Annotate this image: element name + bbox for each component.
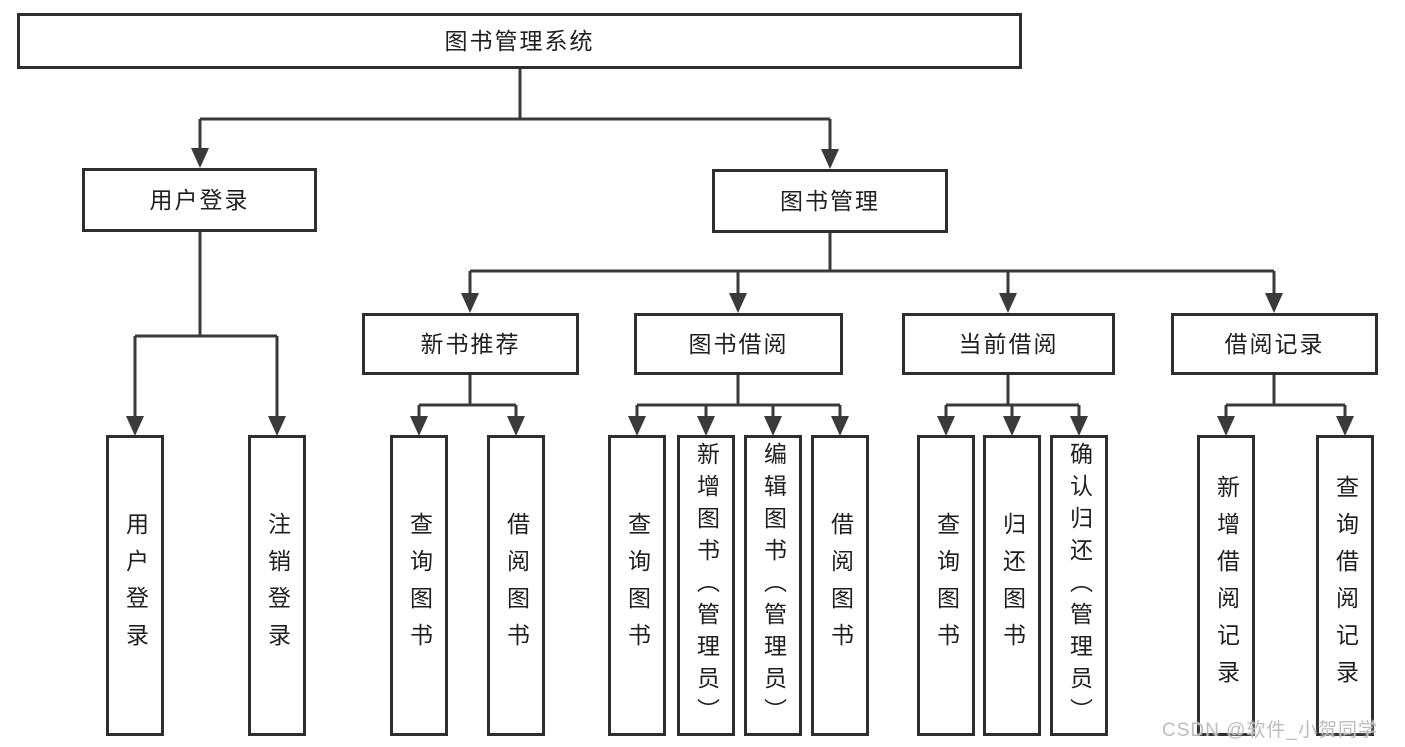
- connector-book-management: [461, 233, 1283, 313]
- node-borrow-records: 借阅记录: [1171, 313, 1378, 375]
- node-root: 图书管理系统: [17, 13, 1022, 69]
- node-new-books-label: 新书推荐: [420, 330, 521, 357]
- leaf-newbooks-query: 查询图书: [390, 435, 448, 736]
- leaf-borrowing-edit: 编辑图书（管理员）: [744, 435, 802, 736]
- leaf-records-add: 新增借阅记录: [1197, 435, 1255, 736]
- leaf-user-login-label: 用户登录: [122, 511, 149, 660]
- node-book-management-label: 图书管理: [780, 187, 880, 214]
- leaf-current-return-label: 归还图书: [999, 511, 1026, 660]
- node-current-borrowing: 当前借阅: [902, 313, 1115, 375]
- connector-user-login: [126, 232, 286, 436]
- leaf-borrowing-borrow-label: 借阅图书: [827, 511, 854, 660]
- leaf-records-query: 查询借阅记录: [1316, 435, 1374, 736]
- node-book-management: 图书管理: [712, 169, 948, 233]
- leaf-borrowing-add: 新增图书（管理员）: [677, 435, 735, 736]
- leaf-current-query-label: 查询图书: [933, 511, 960, 660]
- leaf-borrowing-add-label: 新增图书（管理员）: [693, 441, 720, 730]
- node-borrow-records-label: 借阅记录: [1224, 330, 1325, 357]
- leaf-current-confirm: 确认归还（管理员）: [1050, 435, 1108, 736]
- leaf-current-confirm-label: 确认归还（管理员）: [1066, 441, 1093, 730]
- leaf-logout-label: 注销登录: [264, 511, 291, 660]
- leaf-logout: 注销登录: [248, 435, 306, 736]
- node-current-borrowing-label: 当前借阅: [958, 330, 1059, 357]
- watermark: CSDN @软件_小贺同学: [1162, 720, 1378, 741]
- leaf-borrowing-borrow: 借阅图书: [811, 435, 869, 736]
- connector-borrowing: [628, 375, 849, 436]
- node-new-books: 新书推荐: [362, 313, 579, 375]
- leaf-newbooks-borrow-label: 借阅图书: [503, 511, 530, 660]
- leaf-newbooks-borrow: 借阅图书: [487, 435, 545, 736]
- leaf-borrowing-query: 查询图书: [608, 435, 666, 736]
- leaf-records-add-label: 新增借阅记录: [1213, 474, 1240, 697]
- leaf-current-query: 查询图书: [917, 435, 975, 736]
- leaf-records-query-label: 查询借阅记录: [1332, 474, 1359, 697]
- leaf-borrowing-query-label: 查询图书: [624, 511, 651, 660]
- connector-new-books: [410, 375, 525, 436]
- leaf-current-return: 归还图书: [983, 435, 1041, 736]
- node-book-borrowing: 图书借阅: [634, 313, 843, 375]
- node-book-borrowing-label: 图书借阅: [688, 330, 789, 357]
- node-root-label: 图书管理系统: [444, 27, 595, 54]
- connector-current: [937, 375, 1088, 436]
- node-user-login: 用户登录: [82, 168, 317, 232]
- node-user-login-label: 用户登录: [149, 186, 250, 213]
- connector-records: [1217, 375, 1354, 436]
- leaf-user-login: 用户登录: [106, 435, 164, 736]
- connector-root: [191, 69, 839, 169]
- leaf-borrowing-edit-label: 编辑图书（管理员）: [760, 441, 787, 730]
- leaf-newbooks-query-label: 查询图书: [406, 511, 433, 660]
